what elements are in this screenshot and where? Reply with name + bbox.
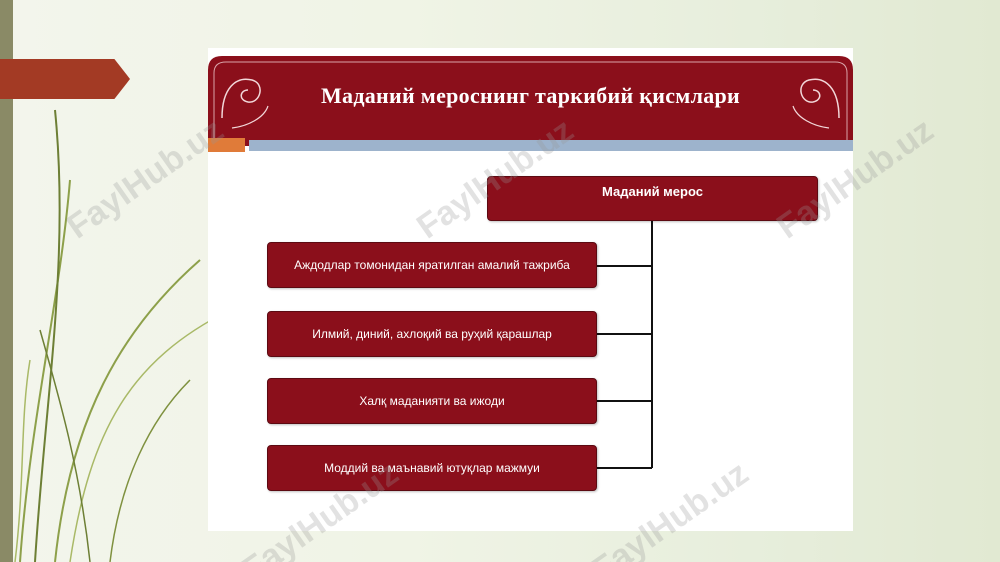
child-node-folk-culture: Халқ маданияти ва ижоди xyxy=(267,378,597,424)
title-underline-orange xyxy=(208,138,245,152)
slide-title: Маданий мероснинг таркибий қисмлари xyxy=(320,83,741,108)
title-underline-blue xyxy=(249,140,853,151)
slide-image: Маданий мероснинг таркибий қисмлари Мада… xyxy=(208,48,853,531)
root-node: Маданий мерос xyxy=(487,176,818,221)
child-node-achievements: Моддий ва маънавий ютуқлар мажмуи xyxy=(267,445,597,491)
left-accent-strip xyxy=(0,0,13,562)
title-banner xyxy=(208,56,853,146)
connector-lines xyxy=(597,221,653,469)
child-node-views: Илмий, диний, ахлоқий ва руҳий қарашлар xyxy=(267,311,597,357)
accent-arrow-tab xyxy=(0,59,130,99)
grass-decoration xyxy=(14,109,231,562)
child-node-practical-experience: Аждодлар томонидан яратилган амалий тажр… xyxy=(267,242,597,288)
